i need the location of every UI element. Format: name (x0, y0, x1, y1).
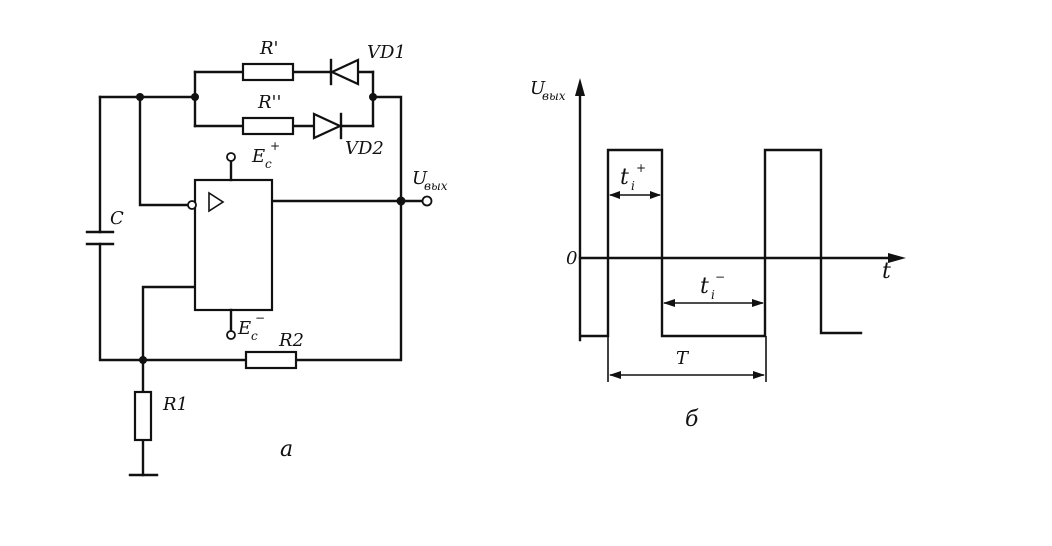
wire-capacitor-left (98, 95, 145, 362)
junction-dot-1 (136, 93, 144, 101)
label-period: T (676, 348, 690, 369)
junction-dot-4 (396, 196, 406, 206)
dim-ti-plus-arrow-right-icon (650, 191, 661, 199)
dim-ti-minus-arrow-right-icon (752, 299, 764, 307)
x-axis-arrow-icon (888, 253, 906, 263)
y-axis-arrow-icon (575, 78, 585, 96)
wire-noninverting-input (141, 285, 197, 362)
svg-text:c: c (265, 157, 272, 171)
label-c: C (110, 208, 124, 229)
svg-text:вых: вых (542, 89, 566, 103)
svg-text:+: + (270, 139, 280, 153)
wire-r2-line (141, 95, 403, 362)
label-ec-plus: E c + (251, 139, 280, 171)
junction-dot-3 (369, 93, 377, 101)
label-ec-minus: E c − (237, 311, 265, 343)
svg-text:t: t (700, 274, 709, 299)
dim-period-arrow-right-icon (753, 371, 765, 379)
svg-text:U: U (530, 78, 546, 99)
svg-text:−: − (715, 270, 725, 284)
label-r-dprime: R'' (257, 92, 281, 113)
wire-inverting-input (138, 95, 190, 207)
svg-text:i: i (631, 179, 635, 193)
svg-text:t: t (620, 165, 629, 190)
label-vd1: VD1 (367, 42, 406, 63)
label-ti-plus: t i + (620, 161, 646, 193)
label-ti-minus: t i − (700, 270, 725, 302)
resistor-r2 (244, 350, 298, 370)
circuit-diagram: R' R'' VD1 VD2 C R1 R2 E c + E c − U вых… (85, 38, 448, 477)
svg-text:вых: вых (424, 179, 448, 193)
axis-x-label: t (882, 259, 891, 284)
label-vd2: VD2 (345, 138, 384, 159)
dim-ti-minus-arrow-left-icon (663, 299, 675, 307)
junction-dot-5 (139, 356, 147, 364)
resistor-r-prime (241, 62, 295, 82)
dim-ti-plus-arrow-left-icon (609, 191, 620, 199)
op-amp-body (193, 178, 274, 312)
svg-text:c: c (251, 329, 258, 343)
resistor-r-dprime (241, 116, 295, 136)
svg-text:−: − (255, 311, 265, 325)
junction-dot-2 (191, 93, 199, 101)
output-terminal (421, 195, 433, 207)
op-amp-triangle-icon (208, 191, 225, 213)
diode-vd2 (312, 112, 343, 140)
label-r1: R1 (162, 394, 188, 415)
square-wave-trace (580, 148, 863, 338)
svg-text:+: + (636, 161, 646, 175)
capacitor-c (85, 230, 115, 246)
caption-a: a (280, 437, 293, 462)
svg-text:E: E (237, 318, 251, 339)
supply-plus-terminal (226, 152, 236, 162)
axis-y-label: U вых (530, 78, 566, 103)
diode-vd1 (329, 58, 360, 86)
inverting-input-circle (187, 200, 197, 210)
supply-minus-terminal (226, 330, 236, 340)
caption-b: б (685, 407, 699, 432)
svg-text:U: U (412, 168, 428, 189)
resistor-r1 (133, 390, 153, 442)
zero-label: 0 (566, 248, 577, 269)
svg-text:i: i (711, 288, 715, 302)
waveform-diagram: U вых t 0 t i + t i − T б (530, 78, 906, 432)
dim-period-arrow-left-icon (609, 371, 621, 379)
label-uout: U вых (412, 168, 448, 193)
svg-text:E: E (251, 146, 265, 167)
label-r-prime: R' (259, 38, 279, 59)
label-r2: R2 (278, 330, 304, 351)
